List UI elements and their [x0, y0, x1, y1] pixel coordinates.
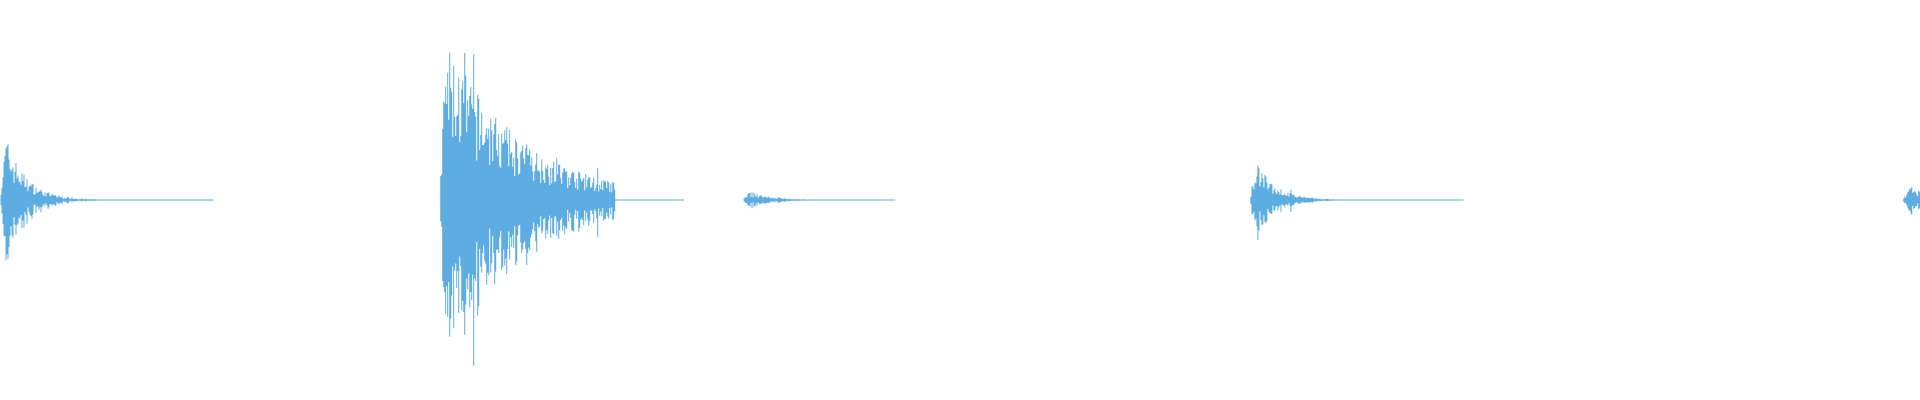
waveform-burst-3[interactable]: [743, 192, 896, 209]
waveform-burst-1[interactable]: [0, 144, 214, 261]
waveform-clips: [0, 52, 1920, 366]
waveform-path: [440, 52, 684, 366]
waveform-path: [1250, 165, 1464, 240]
waveform-path: [743, 192, 896, 209]
waveform-path: [1903, 187, 1920, 215]
waveform-path: [0, 144, 214, 261]
waveform-burst-4[interactable]: [1250, 165, 1464, 240]
waveform-burst-5[interactable]: [1903, 187, 1920, 215]
waveform-burst-2[interactable]: [440, 52, 684, 366]
